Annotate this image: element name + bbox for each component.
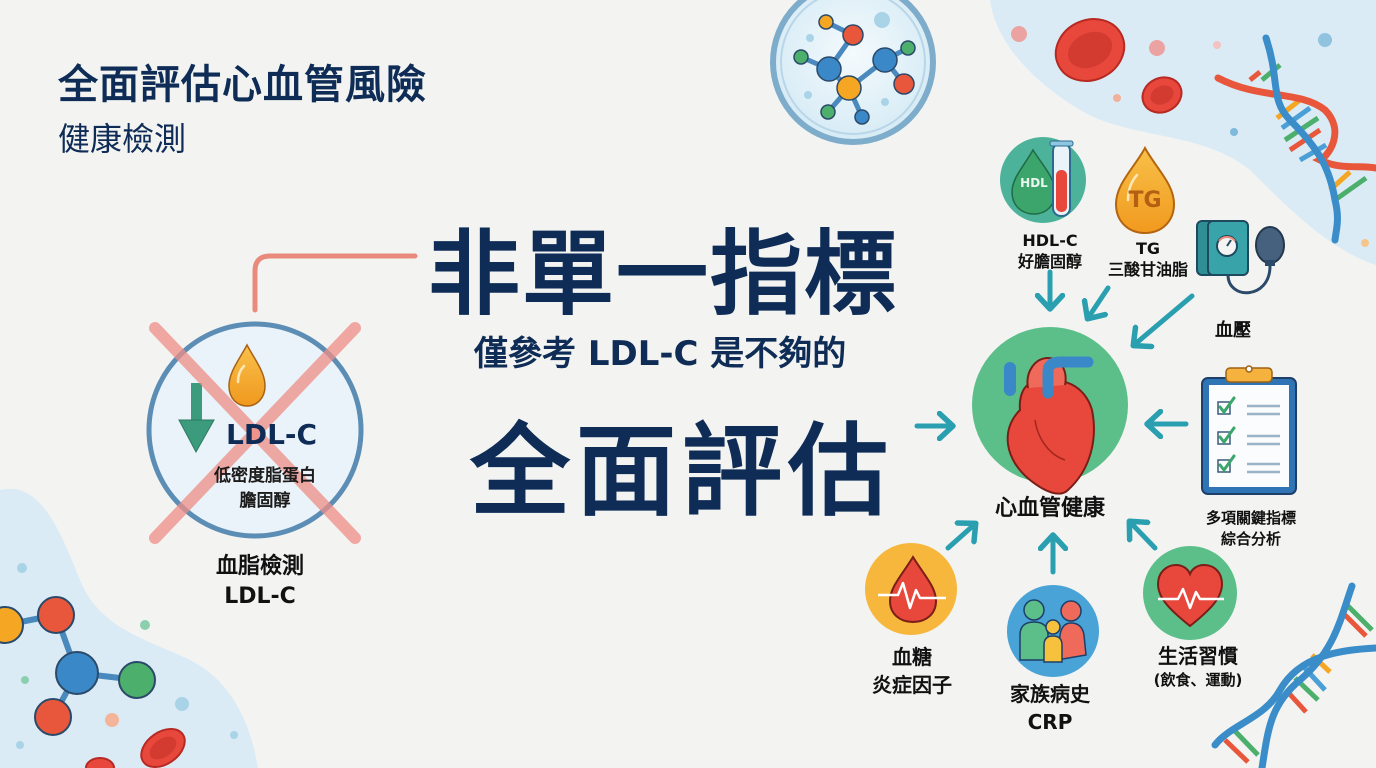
headline-comprehensive-assessment: 全面評估 (470, 413, 894, 530)
blood-drop-pulse-icon (865, 543, 957, 635)
hdl-icon-text: HDL (1020, 176, 1048, 190)
ldl-label: LDL-C (226, 418, 318, 451)
factor-hdl-line2: 好膽固醇 (1017, 252, 1082, 271)
blood-pressure-monitor-icon (1196, 220, 1285, 295)
factor-sugar-line1: 血糖 (892, 645, 932, 669)
factor-family-line2: CRP (1027, 710, 1073, 734)
factor-label-bp: 血壓 (1215, 320, 1251, 341)
petri-dish-molecule-icon (770, 0, 936, 145)
factor-multi-line1: 多項關鍵指標 (1205, 509, 1296, 527)
connector-line (252, 253, 418, 313)
factor-life-line2: (飲食、運動) (1153, 671, 1243, 689)
family-icon (1007, 585, 1099, 677)
ldl-caption-line1: 血脂檢測 (215, 554, 304, 579)
molecule-icon (0, 563, 238, 768)
ldl-caption-line2: LDL-C (224, 584, 296, 609)
factor-tg-line2: 三酸甘油脂 (1107, 260, 1188, 279)
factor-label-family: 家族病史 CRP (990, 680, 1110, 736)
headline-ldl-not-enough: 僅參考 LDL-C 是不夠的 (474, 334, 847, 374)
factor-tg-line1: TG (1135, 239, 1161, 258)
page-title: 全面評估心血管風險 (58, 62, 427, 108)
ldl-description: 低密度脂蛋白 膽固醇 (180, 464, 350, 514)
factor-life-line1: 生活習慣 (1158, 644, 1238, 668)
dna-helix-icon (1214, 34, 1376, 244)
clipboard-checklist-icon (1201, 365, 1297, 495)
ldl-caption: 血脂檢測 LDL-C (180, 552, 340, 612)
factor-hdl-line1: HDL-C (1022, 231, 1078, 250)
factor-label-multi: 多項關鍵指標 綜合分析 (1176, 508, 1326, 550)
tg-icon-text: TG (1128, 188, 1162, 213)
hub-label: 心血管健康 (994, 496, 1105, 521)
headline-not-single-indicator: 非單一指標 (428, 221, 899, 328)
red-blood-cell-icon (1011, 18, 1369, 247)
ldl-desc-line2: 膽固醇 (239, 491, 291, 511)
factor-label-hdl: HDL-C 好膽固醇 (990, 230, 1110, 272)
factor-label-tg: TG 三酸甘油脂 (1088, 238, 1208, 280)
heart-pulse-icon (1143, 546, 1237, 640)
page-subtitle: 健康檢測 (58, 120, 187, 158)
tg-drop-icon (1114, 145, 1176, 235)
factor-label-sugar: 血糖 炎症因子 (852, 643, 972, 699)
hdl-drop-test-tube-icon (1000, 137, 1086, 223)
factor-sugar-line2: 炎症因子 (872, 673, 952, 697)
factor-family-line1: 家族病史 (1010, 682, 1090, 706)
ldl-crossed-circle-icon (146, 321, 364, 544)
heart-icon (972, 327, 1128, 495)
factor-label-life: 生活習慣 (飲食、運動) (1128, 644, 1268, 692)
flow-arrows (914, 269, 1195, 575)
dna-helix-icon-bottom (1211, 582, 1376, 768)
factor-multi-line2: 綜合分析 (1220, 530, 1281, 548)
ldl-desc-line1: 低密度脂蛋白 (214, 466, 316, 486)
